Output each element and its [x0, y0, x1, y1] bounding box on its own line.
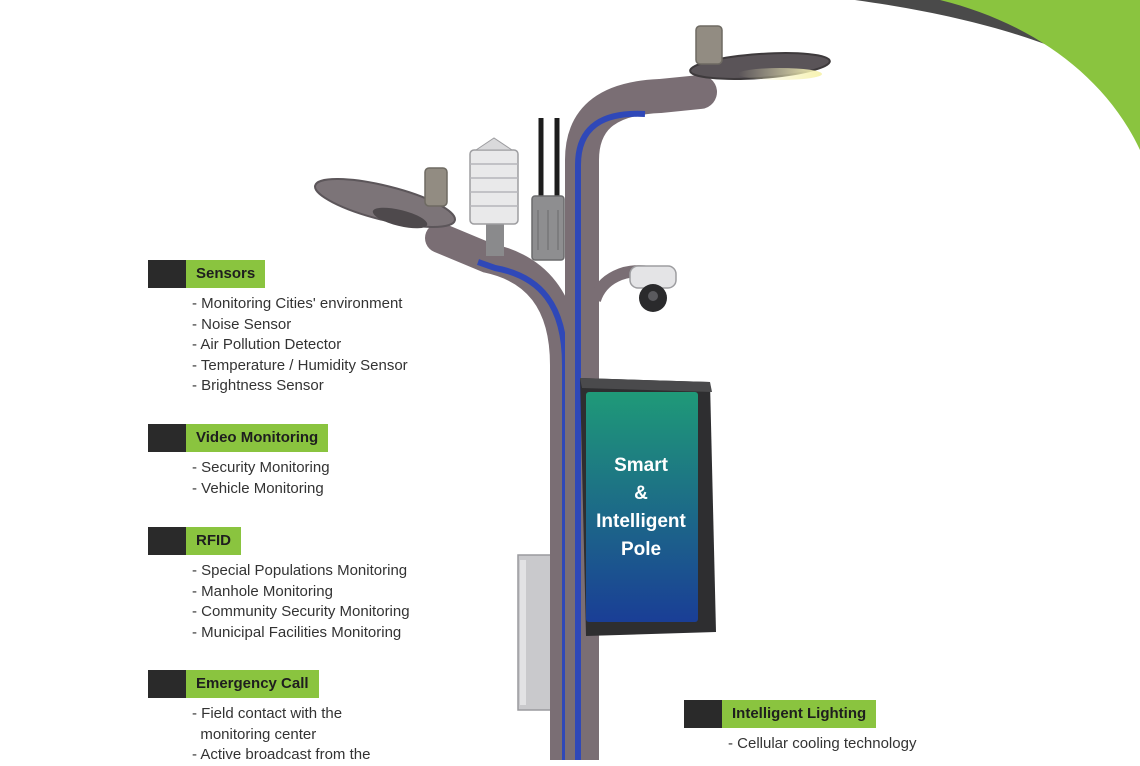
list-item: Vehicle Monitoring: [192, 479, 330, 500]
emergency-call-list: Field contact with the monitoring center…: [192, 704, 370, 766]
section-rfid: RFID Special Populations Monitoring Manh…: [148, 527, 410, 643]
screen-line-ampersand: &: [634, 483, 648, 504]
display-screen: [580, 378, 716, 636]
section-marker: [684, 700, 722, 728]
section-title-video-monitoring: Video Monitoring: [186, 424, 329, 452]
emergency-call-box: [517, 554, 553, 711]
section-header-emergency-call: Emergency Call: [148, 670, 370, 698]
section-marker: [148, 260, 186, 288]
list-item: Field contact with the: [192, 704, 370, 725]
list-item: Manhole Monitoring: [192, 582, 410, 603]
section-marker: [148, 424, 186, 452]
list-item: Brightness Sensor: [192, 376, 408, 397]
section-title-emergency-call: Emergency Call: [186, 670, 319, 698]
pole-right-stripe: [575, 110, 646, 760]
rfid-list: Special Populations Monitoring Manhole M…: [192, 561, 410, 644]
pole-right-arm: [565, 75, 717, 760]
section-title-rfid: RFID: [186, 527, 241, 555]
list-item: Municipal Facilities Monitoring: [192, 623, 410, 644]
section-marker: [148, 670, 186, 698]
screen-line-intelligent: Intelligent: [596, 511, 686, 532]
screen-line-pole: Pole: [620, 539, 662, 560]
list-item: Cellular cooling technology: [728, 734, 916, 755]
left-street-lamp: [314, 167, 456, 229]
list-item: Noise Sensor: [192, 315, 408, 336]
list-item: Monitoring Cities' environment: [192, 294, 408, 315]
intelligent-lighting-list: Cellular cooling technology: [728, 734, 916, 755]
section-video-monitoring: Video Monitoring Security Monitoring Veh…: [148, 424, 330, 499]
video-monitoring-list: Security Monitoring Vehicle Monitoring: [192, 458, 330, 500]
section-sensors: Sensors Monitoring Cities' environment N…: [148, 260, 408, 397]
list-item: Temperature / Humidity Sensor: [192, 356, 408, 377]
right-street-lamp: [689, 25, 831, 80]
section-header-sensors: Sensors: [148, 260, 408, 288]
section-emergency-call: Emergency Call Field contact with the mo…: [148, 670, 370, 766]
environment-sensor: [469, 137, 519, 256]
dome-camera: [629, 265, 677, 312]
list-item: Active broadcast from the: [192, 745, 370, 766]
section-marker: [148, 527, 186, 555]
corner-decoration: [855, 0, 1140, 150]
list-item: Special Populations Monitoring: [192, 561, 410, 582]
list-item: Security Monitoring: [192, 458, 329, 479]
section-intelligent-lighting: Intelligent Lighting Cellular cooling te…: [684, 700, 916, 755]
list-item: Air Pollution Detector: [192, 335, 408, 356]
sensors-list: Monitoring Cities' environment Noise Sen…: [192, 294, 408, 397]
section-header-rfid: RFID: [148, 527, 410, 555]
pole-left-stripe: [477, 259, 568, 760]
section-title-sensors: Sensors: [186, 260, 266, 288]
section-title-intelligent-lighting: Intelligent Lighting: [722, 700, 877, 728]
list-item: Community Security Monitoring: [192, 602, 409, 623]
list-item: monitoring center: [200, 725, 317, 743]
screen-title: Smart & Intelligent Pole: [582, 452, 700, 564]
screen-line-smart: Smart: [614, 455, 668, 476]
section-header-intelligent-lighting: Intelligent Lighting: [684, 700, 916, 728]
section-header-video-monitoring: Video Monitoring: [148, 424, 330, 452]
corner-accent: [940, 0, 1140, 150]
wireless-antenna-unit: [531, 118, 565, 261]
